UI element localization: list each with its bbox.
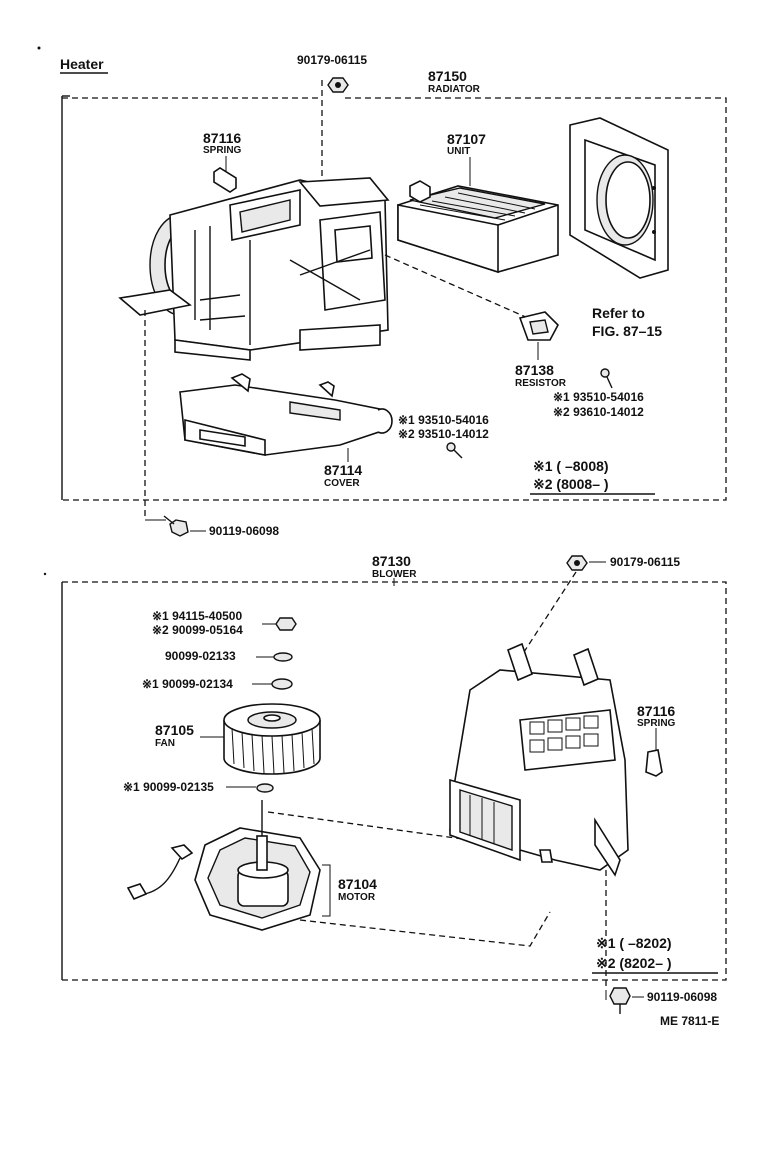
heater-bottom-bolt-icon [163,515,189,537]
cover-screw-icon [446,442,463,459]
resistor-drawing [518,311,559,341]
top-bolt-icon [327,77,349,93]
blower-washer-c: ※1 90099-02135 [123,780,214,794]
refer-text-line2: FIG. 87–15 [592,323,662,339]
blower-note-2: ※2 (8202– ) [596,955,672,971]
blower-bottom-bolt-icon [609,987,631,1014]
resistor-name: RESISTOR [515,378,567,389]
cover-name: COVER [324,478,360,489]
blower-nut-2: ※2 90099-05164 [152,623,243,637]
spring-number: 87116 [203,130,241,146]
heater-core-drawing [397,180,559,274]
heater-note-2: ※2 (8008– ) [533,476,609,492]
spring-clip-icon [213,167,237,193]
duct-frame-drawing [569,117,669,279]
blower-washer-b: ※1 90099-02134 [142,677,233,691]
resistor-screw-1: ※1 93510-54016 [553,390,644,404]
unit-name: UNIT [447,146,470,157]
blower-spring-clip-icon [645,749,663,777]
figure-code: ME 7811-E [660,1014,719,1028]
blower-assembly-number: 87130 [372,553,411,569]
motor-name: MOTOR [338,892,376,903]
motor-bracket [322,864,331,917]
blower-top-nut-label: 90179-06115 [610,555,680,569]
cover-screw-2: ※2 93510-14012 [398,427,489,441]
heater-bottom-bolt-label: 90119-06098 [209,524,279,538]
radiator-assembly-name: RADIATOR [428,84,481,95]
resistor-screw-icon [600,368,613,389]
blower-nut-1: ※1 94115-40500 [152,609,242,623]
motor-dash-1 [267,811,471,841]
nut-icon [275,617,297,631]
blower-assembly-name: BLOWER [372,569,417,580]
blower-top-nut-dash [521,571,577,656]
resistor-leader [384,254,529,319]
scan-dot [37,46,41,50]
unit-number: 87107 [447,131,486,147]
spring-name: SPRING [203,145,242,156]
blower-spring-number: 87116 [637,703,675,719]
washer-c-icon [256,783,274,793]
radiator-assembly-number: 87150 [428,68,467,84]
washer-a-icon [273,652,293,662]
cover-drawing [179,373,393,456]
resistor-number: 87138 [515,362,554,378]
blower-note-1: ※1 ( –8202) [596,935,672,951]
cover-number: 87114 [324,462,362,478]
heater-note-1: ※1 ( –8008) [533,458,609,474]
motor-dash-2 [299,911,551,947]
refer-text-line1: Refer to [592,305,645,321]
blower-bottom-bolt-label: 90119-06098 [647,990,717,1004]
fan-number: 87105 [155,722,194,738]
section-title: Heater [60,56,104,72]
top-bolt-label: 90179-06115 [297,53,367,67]
cover-screw-1: ※1 93510-54016 [398,413,489,427]
blower-case-drawing [449,642,629,877]
scan-dot [43,572,47,576]
washer-b-icon [271,678,293,690]
resistor-screw-2: ※2 93610-14012 [553,405,644,419]
blower-top-nut-icon [566,555,588,571]
motor-number: 87104 [338,876,377,892]
fan-drawing [223,703,321,775]
motor-drawing [126,800,321,931]
heater-frame [61,95,727,501]
blower-washer-a: 90099-02133 [165,649,236,663]
heater-case-drawing [118,177,390,361]
fan-name: FAN [155,738,175,749]
blower-spring-name: SPRING [637,718,676,729]
